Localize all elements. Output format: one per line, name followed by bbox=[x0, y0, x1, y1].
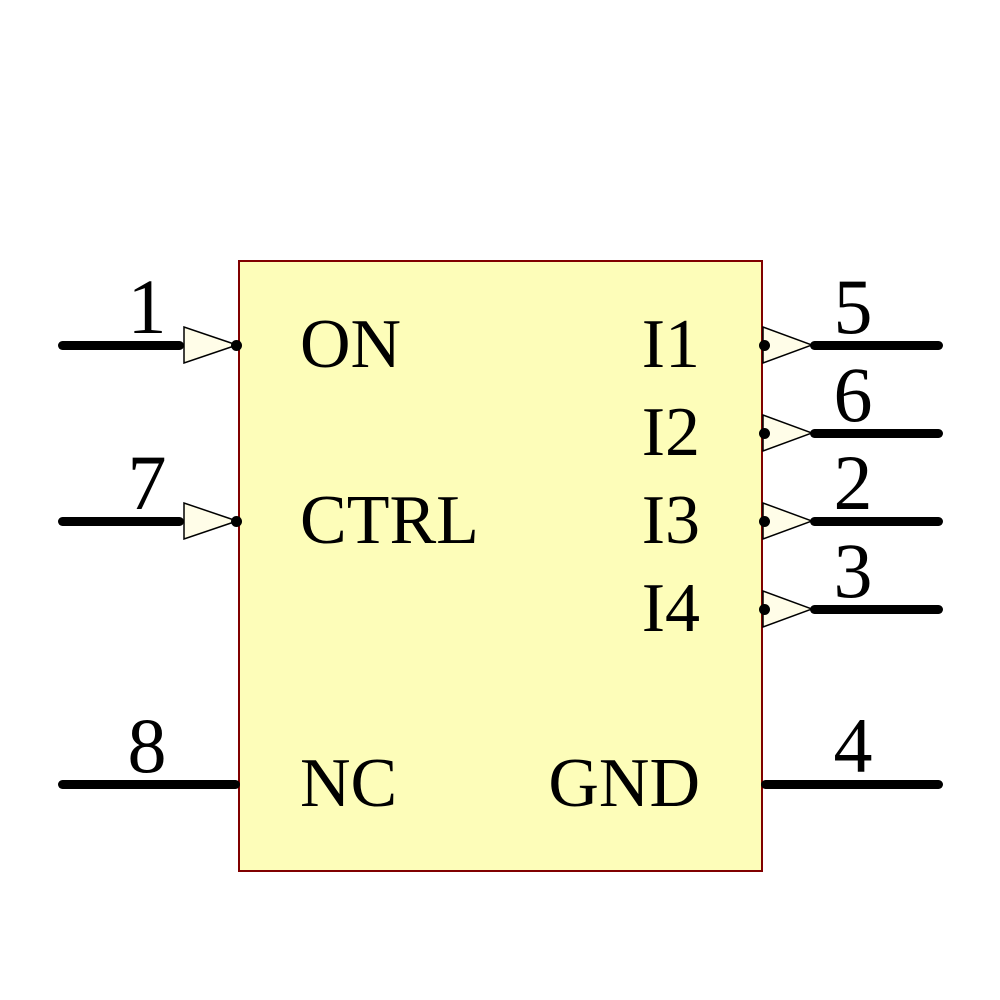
component-body[interactable] bbox=[238, 260, 763, 872]
pin-wire-8[interactable] bbox=[58, 779, 240, 789]
pin-wire-3[interactable] bbox=[810, 604, 943, 614]
pin-dot bbox=[758, 603, 770, 615]
pin-wire-1[interactable] bbox=[58, 340, 184, 350]
pin-label-i3: I3 bbox=[641, 482, 700, 559]
pin-arrow-icon bbox=[762, 326, 813, 364]
pin-label-i2: I2 bbox=[641, 394, 700, 471]
pin-label-i4: I4 bbox=[641, 570, 700, 647]
pin-dot bbox=[758, 339, 770, 351]
pin-arrow-icon bbox=[762, 414, 813, 452]
pin-label-on: ON bbox=[300, 306, 402, 383]
pin-dot bbox=[758, 515, 770, 527]
pin-number-8: 8 bbox=[127, 702, 167, 789]
pin-wire-6[interactable] bbox=[810, 428, 943, 438]
pin-wire-5[interactable] bbox=[810, 340, 943, 350]
pin-dot bbox=[230, 339, 242, 351]
pin-arrow-icon bbox=[183, 326, 238, 364]
pin-dot bbox=[758, 427, 770, 439]
pin-arrow-icon bbox=[762, 502, 813, 540]
pin-dot bbox=[230, 515, 242, 527]
pin-label-ctrl: CTRL bbox=[300, 482, 479, 559]
pin-wire-2[interactable] bbox=[810, 516, 943, 526]
pin-label-gnd: GND bbox=[548, 745, 700, 822]
pin-wire-4[interactable] bbox=[761, 779, 943, 789]
pin-arrow-icon bbox=[183, 502, 238, 540]
pin-arrow-icon bbox=[762, 590, 813, 628]
pin-number-4: 4 bbox=[833, 702, 873, 789]
pin-label-nc: NC bbox=[300, 745, 398, 822]
pin-label-i1: I1 bbox=[641, 306, 700, 383]
pin-wire-7[interactable] bbox=[58, 516, 184, 526]
